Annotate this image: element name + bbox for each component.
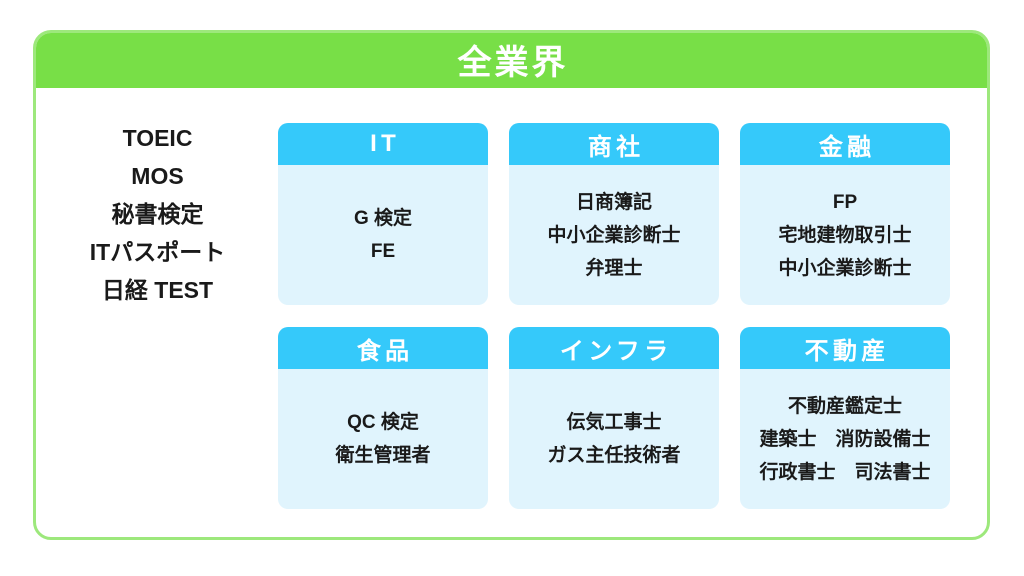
list-item: ITパスポート xyxy=(89,239,226,265)
industry-card-food: 食品 QC 検定 衛生管理者 xyxy=(278,327,488,509)
card-item: G 検定 xyxy=(353,208,413,229)
card-item: QC 検定 xyxy=(347,412,419,433)
card-item: 行政書士 司法書士 xyxy=(759,461,931,483)
card-item: ガス主任技術者 xyxy=(547,445,681,466)
card-item: 弁理士 xyxy=(585,257,643,279)
card-item: 建築士 消防設備士 xyxy=(759,428,931,450)
list-item: MOS xyxy=(131,163,184,189)
card-header: 不動産 xyxy=(740,327,950,369)
industry-cards-grid: IT G 検定 FE 商社 日商簿記 中小企業診断士 弁理士 金融 FP xyxy=(278,123,950,509)
card-item: 宅地建物取引士 xyxy=(778,224,912,246)
industry-card-finance: 金融 FP 宅地建物取引士 中小企業診断士 xyxy=(740,123,950,305)
card-title: インフラ xyxy=(559,337,673,365)
general-qualifications-list: TOEIC MOS 秘書検定 ITパスポート 日経 TEST xyxy=(36,119,279,309)
card-item: FP xyxy=(832,191,858,213)
list-item: TOEIC xyxy=(122,125,193,151)
card-title: 商社 xyxy=(587,133,645,161)
page-title: 全業界 xyxy=(457,43,569,82)
card-body: G 検定 FE xyxy=(278,165,488,305)
list-item: 秘書検定 xyxy=(111,201,204,227)
all-industries-panel: 全業界 TOEIC MOS 秘書検定 ITパスポート 日経 TEST IT G … xyxy=(33,30,990,540)
industry-card-it: IT G 検定 FE xyxy=(278,123,488,305)
card-header: 商社 xyxy=(509,123,719,165)
card-item: 中小企業診断士 xyxy=(547,224,681,246)
industry-card-infrastructure: インフラ 伝気工事士 ガス主任技術者 xyxy=(509,327,719,509)
card-item: 日商簿記 xyxy=(575,191,652,213)
card-header: インフラ xyxy=(509,327,719,369)
card-title: 金融 xyxy=(818,133,876,161)
panel-header: 全業界 xyxy=(36,33,987,88)
card-body: 日商簿記 中小企業診断士 弁理士 xyxy=(509,165,719,305)
card-item: 衛生管理者 xyxy=(335,445,431,466)
card-body: 不動産鑑定士 建築士 消防設備士 行政書士 司法書士 xyxy=(740,369,950,509)
card-header: 食品 xyxy=(278,327,488,369)
card-header: 金融 xyxy=(740,123,950,165)
card-item: FE xyxy=(370,241,396,262)
card-title: 食品 xyxy=(356,337,414,365)
card-item: 中小企業診断士 xyxy=(778,257,912,279)
card-item: 伝気工事士 xyxy=(566,412,662,433)
card-title: IT xyxy=(370,130,401,157)
card-title: 不動産 xyxy=(804,337,890,365)
industry-card-realestate: 不動産 不動産鑑定士 建築士 消防設備士 行政書士 司法書士 xyxy=(740,327,950,509)
card-body: FP 宅地建物取引士 中小企業診断士 xyxy=(740,165,950,305)
card-body: QC 検定 衛生管理者 xyxy=(278,369,488,509)
card-header: IT xyxy=(278,123,488,165)
card-body: 伝気工事士 ガス主任技術者 xyxy=(509,369,719,509)
list-item: 日経 TEST xyxy=(101,277,214,303)
card-item: 不動産鑑定士 xyxy=(787,395,902,417)
industry-card-trading: 商社 日商簿記 中小企業診断士 弁理士 xyxy=(509,123,719,305)
